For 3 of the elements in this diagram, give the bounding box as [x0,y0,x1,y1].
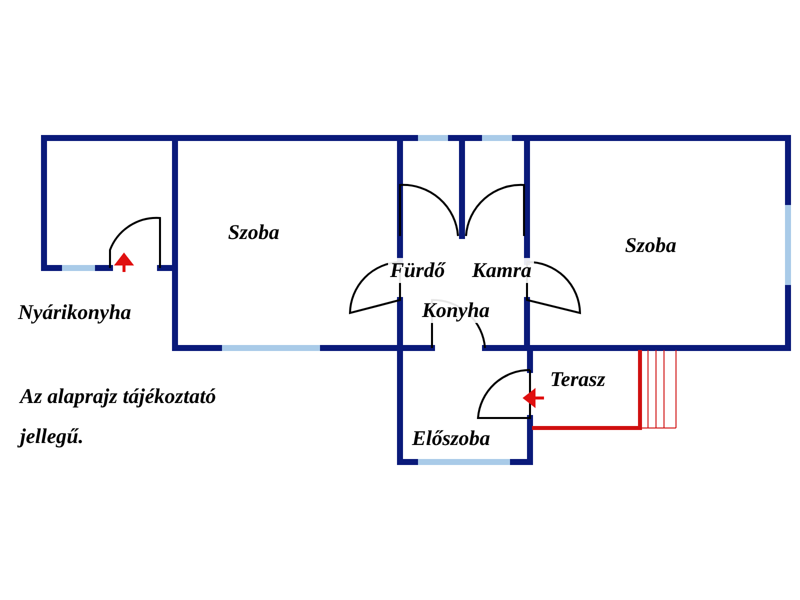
room-label: Kamra [470,258,534,283]
room-label: Konyha [420,298,492,323]
room-label: Fürdő [388,258,447,283]
